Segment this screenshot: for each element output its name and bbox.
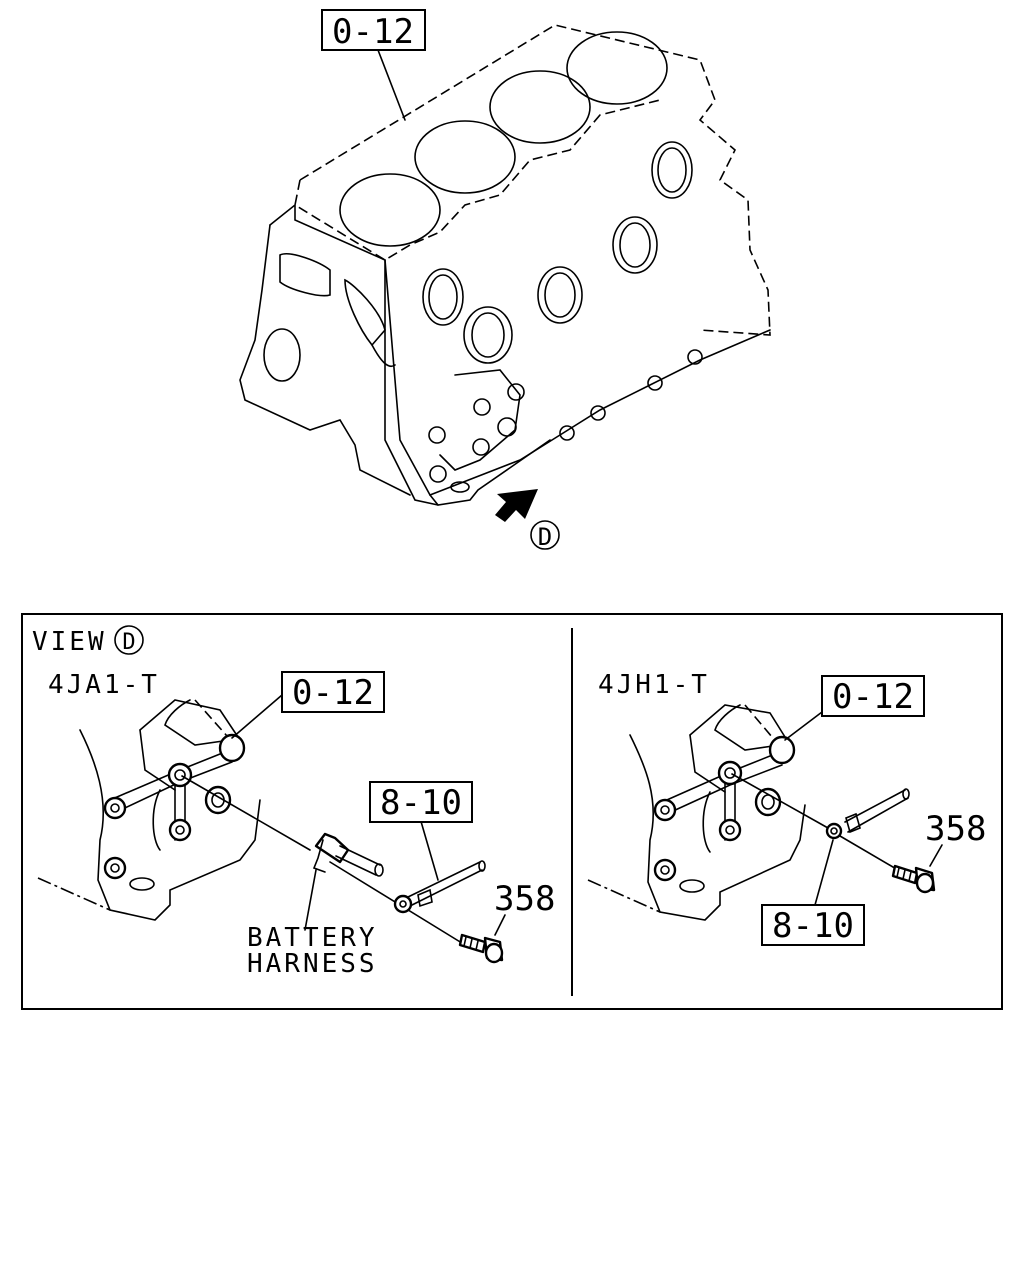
view-marker-circle [530,520,560,550]
right-cable-ref-box [761,904,865,946]
right-block-ref: 0-12 [832,677,914,717]
view-title-circle [114,625,144,655]
view-marker-letter: D [538,523,552,551]
right-cable-terminal [825,788,910,840]
top-block-ref-box [321,9,426,51]
left-cable-leader [419,817,439,881]
left-battery-leader [304,869,317,931]
left-mount-line [181,775,311,851]
battery-harness-line2: HARNESS [247,949,378,979]
left-model-label: 4JA1-T [48,670,160,700]
right-block-leader [784,711,823,741]
left-battery-terminal [312,832,384,877]
left-block-ref: 0-12 [292,673,374,713]
right-bolt-line [839,835,899,871]
left-cable-ref-box [369,781,473,823]
left-bolt-leader [494,914,506,936]
top-block-ref: 0-12 [332,12,414,52]
right-block-ref-box [821,675,925,717]
left-bolt-ref: 358 [494,879,555,919]
right-cable-ref: 8-10 [772,906,854,946]
engine-block-illustration [239,24,771,506]
right-model-label: 4JH1-T [598,670,710,700]
top-block-leader [377,49,406,121]
view-direction-arrow [495,489,538,522]
battery-harness-line1: BATTERY [247,923,378,953]
left-cable-ref: 8-10 [380,783,462,823]
right-block-detail [587,704,806,921]
right-bolt-358 [891,864,936,894]
right-mount-line [731,773,829,829]
detail-frame [21,613,1003,1010]
right-cable-leader [814,839,834,906]
view-title-letter: D [122,630,135,655]
left-block-ref-box [281,671,385,713]
right-bolt-leader [929,844,943,867]
left-block-detail [37,699,261,921]
left-block-leader [231,694,283,739]
left-bolt-358 [458,933,504,964]
left-cable-terminal [393,860,486,914]
right-bolt-ref: 358 [925,809,986,849]
view-title: VIEW [32,627,107,657]
